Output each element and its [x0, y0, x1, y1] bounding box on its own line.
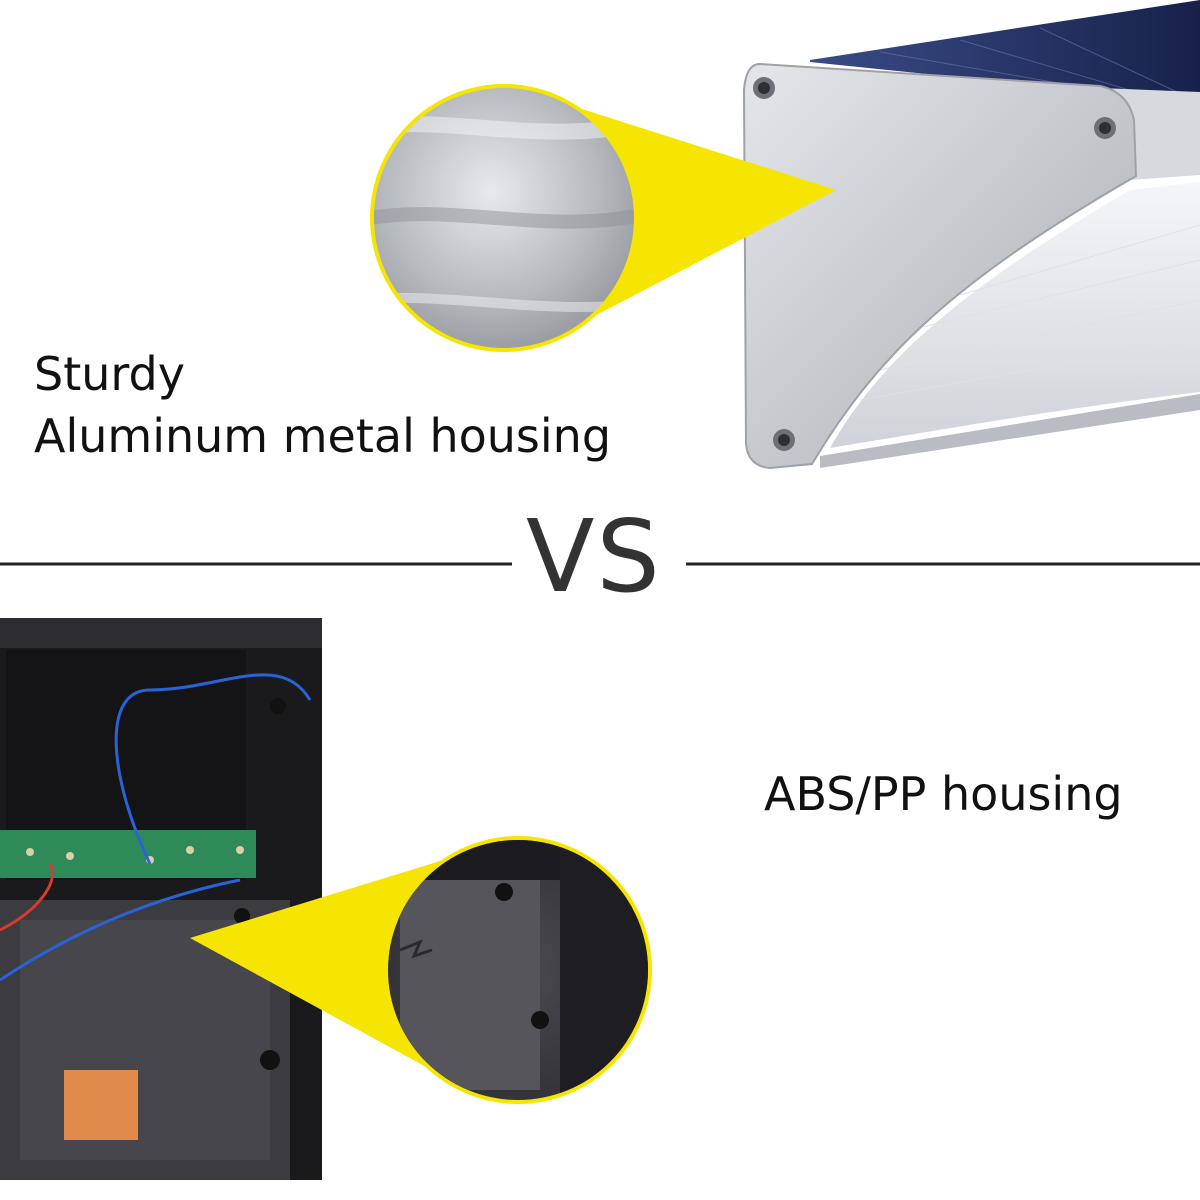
screw-icon — [753, 77, 775, 99]
top-caption-line1: Sturdy — [34, 347, 185, 401]
abs-housing-image — [0, 618, 322, 1180]
top-caption-line2: Aluminum metal housing — [34, 409, 612, 463]
vs-label: VS — [526, 498, 662, 615]
screw-icon — [1094, 117, 1116, 139]
aluminum-light-image — [742, 0, 1200, 470]
bottom-caption: ABS/PP housing — [764, 767, 1123, 821]
screw-icon — [773, 429, 795, 451]
